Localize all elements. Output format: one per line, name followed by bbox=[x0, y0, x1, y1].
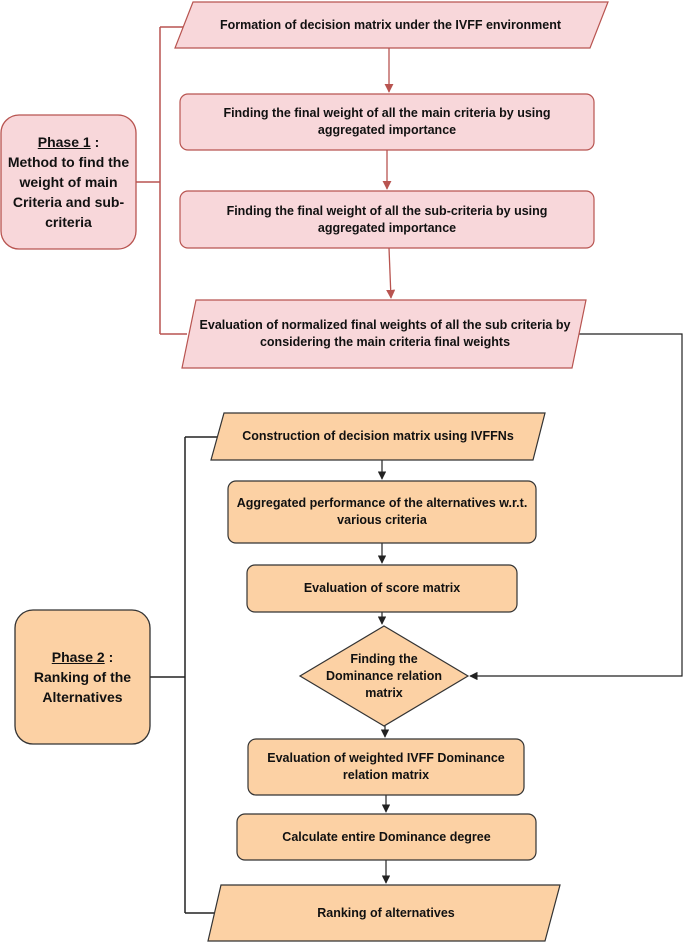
p1-step2-shape bbox=[179, 93, 595, 151]
phase1-label: Phase 1 : Method to find the weight of m… bbox=[5, 121, 132, 243]
phase1-heading: Phase 1 bbox=[37, 134, 91, 150]
p2-step3-shape bbox=[246, 564, 518, 613]
phase2-suffix: : bbox=[104, 649, 114, 665]
p1-step2-text: Finding the final weight of all the main… bbox=[223, 106, 551, 137]
p2-step7-shape bbox=[207, 884, 561, 942]
phase1-box bbox=[0, 114, 137, 250]
phase1-suffix: : bbox=[90, 134, 100, 150]
p2-step7-text: Ranking of alternatives bbox=[317, 905, 455, 920]
p1-step3-text: Finding the final weight of all the sub-… bbox=[226, 203, 548, 235]
phase2-box bbox=[14, 609, 151, 745]
phase2-bracket bbox=[150, 436, 219, 914]
p2-step4-text: Finding the Dominance relation matrix bbox=[326, 651, 442, 700]
phase2-heading: Phase 2 bbox=[51, 649, 105, 665]
p2-step5-text: Evaluation of weighted IVFF Dominance re… bbox=[267, 751, 505, 782]
p2-step3-text: Evaluation of score matrix bbox=[303, 581, 461, 595]
p1-step4-shape bbox=[181, 299, 587, 369]
p2-step1-text: Construction of decision matrix using IV… bbox=[242, 429, 514, 443]
p2-step5-shape bbox=[247, 738, 525, 796]
phase1-bracket bbox=[136, 26, 187, 335]
p2-step1-shape bbox=[210, 412, 546, 461]
phase1-description: Method to find the weight of main Criter… bbox=[7, 154, 130, 230]
phase2-label: Phase 2 : Ranking of the Alternatives bbox=[19, 616, 146, 738]
p1-step4-text: Evaluation of normalized final weights o… bbox=[199, 318, 571, 349]
p1-step1-shape bbox=[174, 1, 609, 49]
p2-step6-shape bbox=[236, 813, 537, 861]
p1-arrow-3 bbox=[386, 247, 396, 299]
p2-step6-text: Calculate entire Dominance degree bbox=[282, 829, 491, 844]
p2-step4-shape bbox=[298, 625, 470, 727]
p2-step2-shape bbox=[227, 480, 537, 544]
p1-step1-text: Formation of decision matrix under the I… bbox=[219, 17, 561, 32]
p1-step3-shape bbox=[179, 190, 595, 249]
phase2-description: Ranking of the Alternatives bbox=[33, 669, 132, 705]
phase1-to-dominance-connector bbox=[469, 333, 683, 681]
p2-step2-text: Aggregated performance of the alternativ… bbox=[236, 496, 528, 527]
